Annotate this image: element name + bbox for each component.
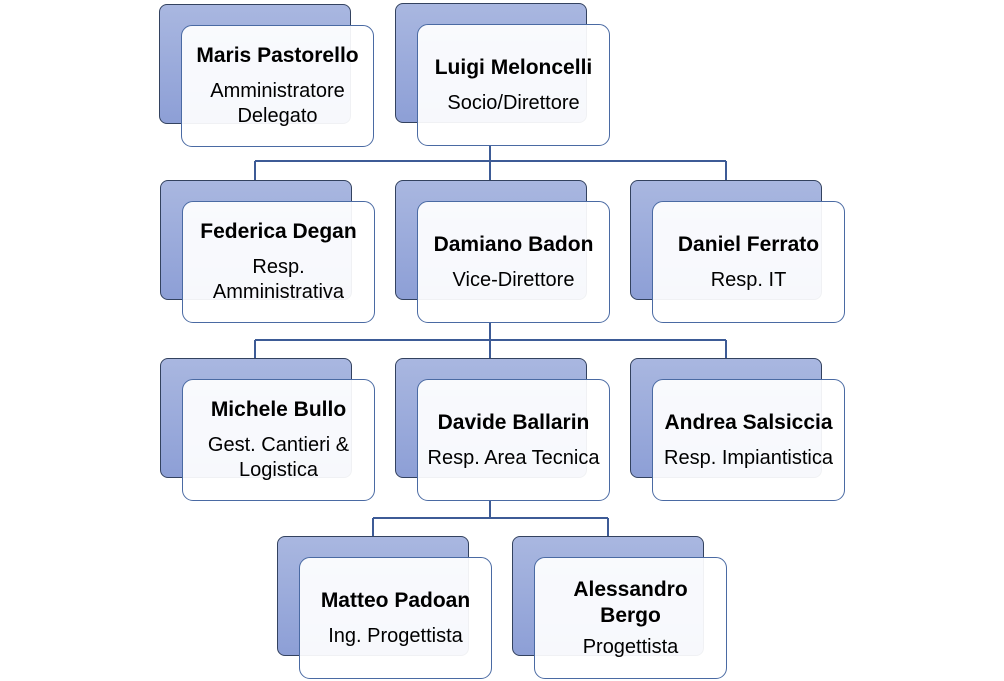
node-name: Daniel Ferrato <box>677 232 820 256</box>
node-card: Maris Pastorello Amministratore Delegato <box>181 25 374 147</box>
node-name: Federica Degan <box>200 220 357 243</box>
node-card: Andrea Salsiccia Resp. Impiantistica <box>652 379 845 501</box>
node-role: Socio/Direttore <box>447 91 580 114</box>
node-name: Matteo Padoan <box>320 588 471 612</box>
node-daniel-ferrato: Daniel Ferrato Resp. IT <box>630 180 845 325</box>
node-card: Alessandro Bergo Progettista <box>534 557 727 679</box>
node-role: Resp. IT <box>710 268 787 291</box>
node-davide-ballarin: Davide Ballarin Resp. Area Tecnica <box>395 358 610 503</box>
node-card: Matteo Padoan Ing. Progettista <box>299 557 492 679</box>
node-alessandro-bergo: Alessandro Bergo Progettista <box>512 536 727 681</box>
node-name: Damiano Badon <box>433 232 594 256</box>
node-card: Luigi Meloncelli Socio/Direttore <box>417 24 610 146</box>
node-card: Michele Bullo Gest. Cantieri & Logistica <box>182 379 375 501</box>
node-role: Gest. Cantieri & Logistica <box>207 434 350 481</box>
node-role: Resp. Area Tecnica <box>427 446 600 469</box>
node-role: Ing. Progettista <box>328 624 463 647</box>
node-maris-pastorello: Maris Pastorello Amministratore Delegato <box>159 4 374 149</box>
node-card: Federica Degan Resp. Amministrativa <box>182 201 375 323</box>
node-role: Amministratore Delegato <box>210 80 345 127</box>
node-role: Vice-Direttore <box>452 268 575 291</box>
node-card: Daniel Ferrato Resp. IT <box>652 201 845 323</box>
node-name: Andrea Salsiccia <box>664 410 833 434</box>
node-luigi-meloncelli: Luigi Meloncelli Socio/Direttore <box>395 3 610 148</box>
node-card: Davide Ballarin Resp. Area Tecnica <box>417 379 610 501</box>
node-federica-degan: Federica Degan Resp. Amministrativa <box>160 180 375 325</box>
node-role: Progettista <box>582 635 679 658</box>
node-damiano-badon: Damiano Badon Vice-Direttore <box>395 180 610 325</box>
node-andrea-salsiccia: Andrea Salsiccia Resp. Impiantistica <box>630 358 845 503</box>
node-name: Michele Bullo <box>210 398 347 421</box>
node-card: Damiano Badon Vice-Direttore <box>417 201 610 323</box>
node-role: Resp. Impiantistica <box>664 446 833 469</box>
node-name: Luigi Meloncelli <box>434 55 593 79</box>
node-michele-bullo: Michele Bullo Gest. Cantieri & Logistica <box>160 358 375 503</box>
node-name: Davide Ballarin <box>437 410 590 434</box>
node-matteo-padoan: Matteo Padoan Ing. Progettista <box>277 536 492 681</box>
node-name: Alessandro Bergo <box>573 577 688 627</box>
node-role: Resp. Amministrativa <box>212 256 345 303</box>
node-name: Maris Pastorello <box>196 44 359 67</box>
